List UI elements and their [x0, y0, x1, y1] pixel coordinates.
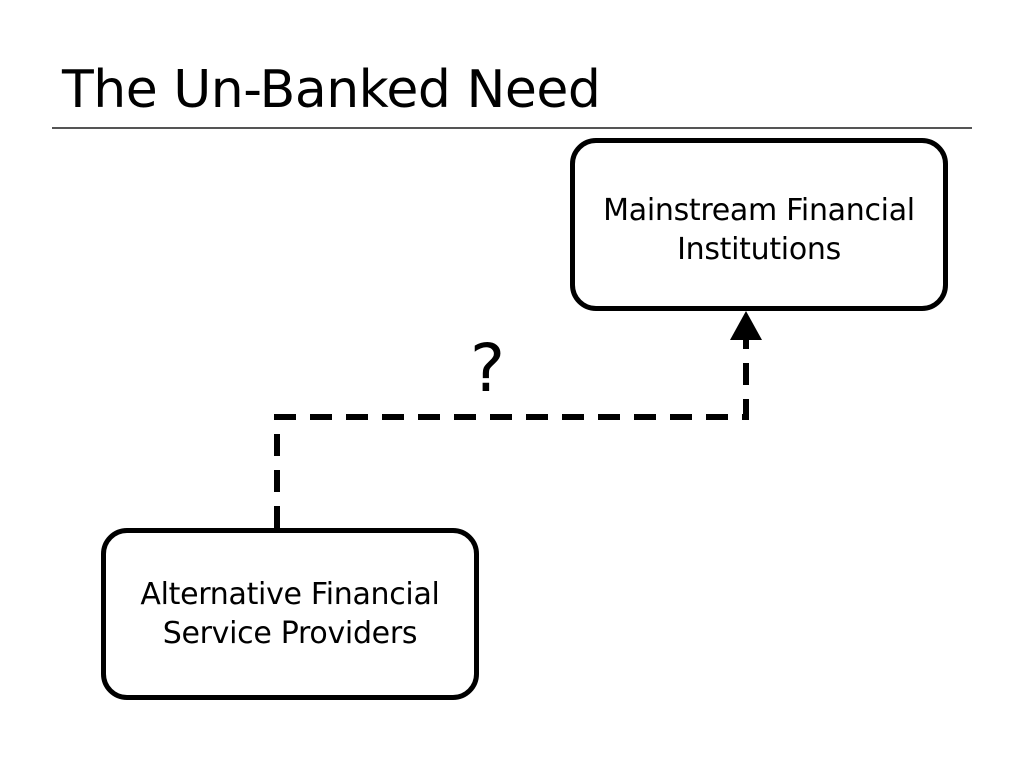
title-divider: [52, 127, 972, 129]
alternative-financial-service-providers-box: Alternative Financial Service Providers: [101, 528, 479, 700]
slide-title: The Un-Banked Need: [62, 60, 601, 120]
arrow-head: [730, 311, 762, 340]
mainstream-label-line1: Mainstream Financial: [603, 193, 915, 228]
question-mark-label: ?: [470, 330, 506, 407]
mainstream-financial-institutions-box: Mainstream Financial Institutions: [570, 138, 948, 311]
alternative-label-line1: Alternative Financial: [140, 577, 440, 612]
dashed-connector-line: [274, 338, 749, 528]
alternative-label-line2: Service Providers: [162, 616, 418, 651]
mainstream-label-line2: Institutions: [677, 232, 841, 267]
